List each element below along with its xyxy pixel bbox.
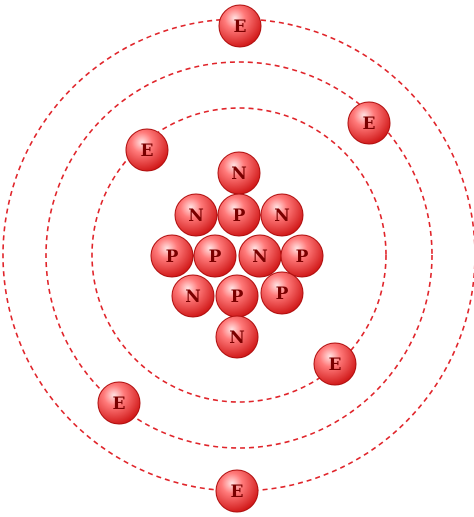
- proton-label: P: [296, 247, 309, 267]
- neutron-sphere: [215, 315, 259, 359]
- neutron-label: N: [188, 206, 204, 226]
- neutron: N: [174, 193, 218, 237]
- electron-label: E: [234, 17, 247, 37]
- proton-label: P: [166, 247, 179, 267]
- proton-sphere: [217, 193, 261, 237]
- neutron: N: [260, 193, 304, 237]
- neutron-label: N: [252, 247, 268, 267]
- orbit-ring-middle-shell: [45, 61, 433, 449]
- proton-label: P: [233, 206, 246, 226]
- proton-sphere: [193, 234, 237, 278]
- neutron-label: N: [185, 287, 201, 307]
- neutron-label: N: [229, 328, 245, 348]
- orbit-rings: [2, 18, 474, 492]
- electron: E: [125, 128, 169, 172]
- proton-sphere: [260, 271, 304, 315]
- electron: E: [218, 4, 262, 48]
- proton-label: P: [209, 247, 222, 267]
- electron-sphere: [218, 4, 262, 48]
- orbit-ring-inner-shell: [91, 107, 387, 403]
- orbit-ring-outer-shell: [2, 18, 474, 492]
- proton-sphere: [280, 234, 324, 278]
- electron: E: [97, 381, 141, 425]
- neutron: N: [171, 274, 215, 318]
- electron: E: [347, 101, 391, 145]
- electron-sphere: [215, 469, 259, 513]
- neutron-label: N: [274, 206, 290, 226]
- electron-sphere: [347, 101, 391, 145]
- electron-label: E: [329, 355, 342, 375]
- neutron-label: N: [231, 164, 247, 184]
- neutron: N: [217, 151, 261, 195]
- proton-label: P: [231, 287, 244, 307]
- proton-label: P: [276, 284, 289, 304]
- electron-label: E: [141, 141, 154, 161]
- electrons: E E E E E E: [97, 4, 391, 513]
- proton: P: [217, 193, 261, 237]
- electron-sphere: [313, 342, 357, 386]
- proton: P: [150, 234, 194, 278]
- electron-label: E: [363, 114, 376, 134]
- proton-sphere: [150, 234, 194, 278]
- neutron-sphere: [174, 193, 218, 237]
- proton: P: [193, 234, 237, 278]
- electron-label: E: [231, 482, 244, 502]
- neutron-sphere: [260, 193, 304, 237]
- proton: P: [260, 271, 304, 315]
- electron-sphere: [97, 381, 141, 425]
- electron-label: E: [113, 394, 126, 414]
- neutron-sphere: [171, 274, 215, 318]
- proton: P: [280, 234, 324, 278]
- neutron: N: [238, 234, 282, 278]
- electron-sphere: [125, 128, 169, 172]
- neutron: N: [215, 315, 259, 359]
- electron: E: [215, 469, 259, 513]
- electron: E: [313, 342, 357, 386]
- proton: P: [215, 274, 259, 318]
